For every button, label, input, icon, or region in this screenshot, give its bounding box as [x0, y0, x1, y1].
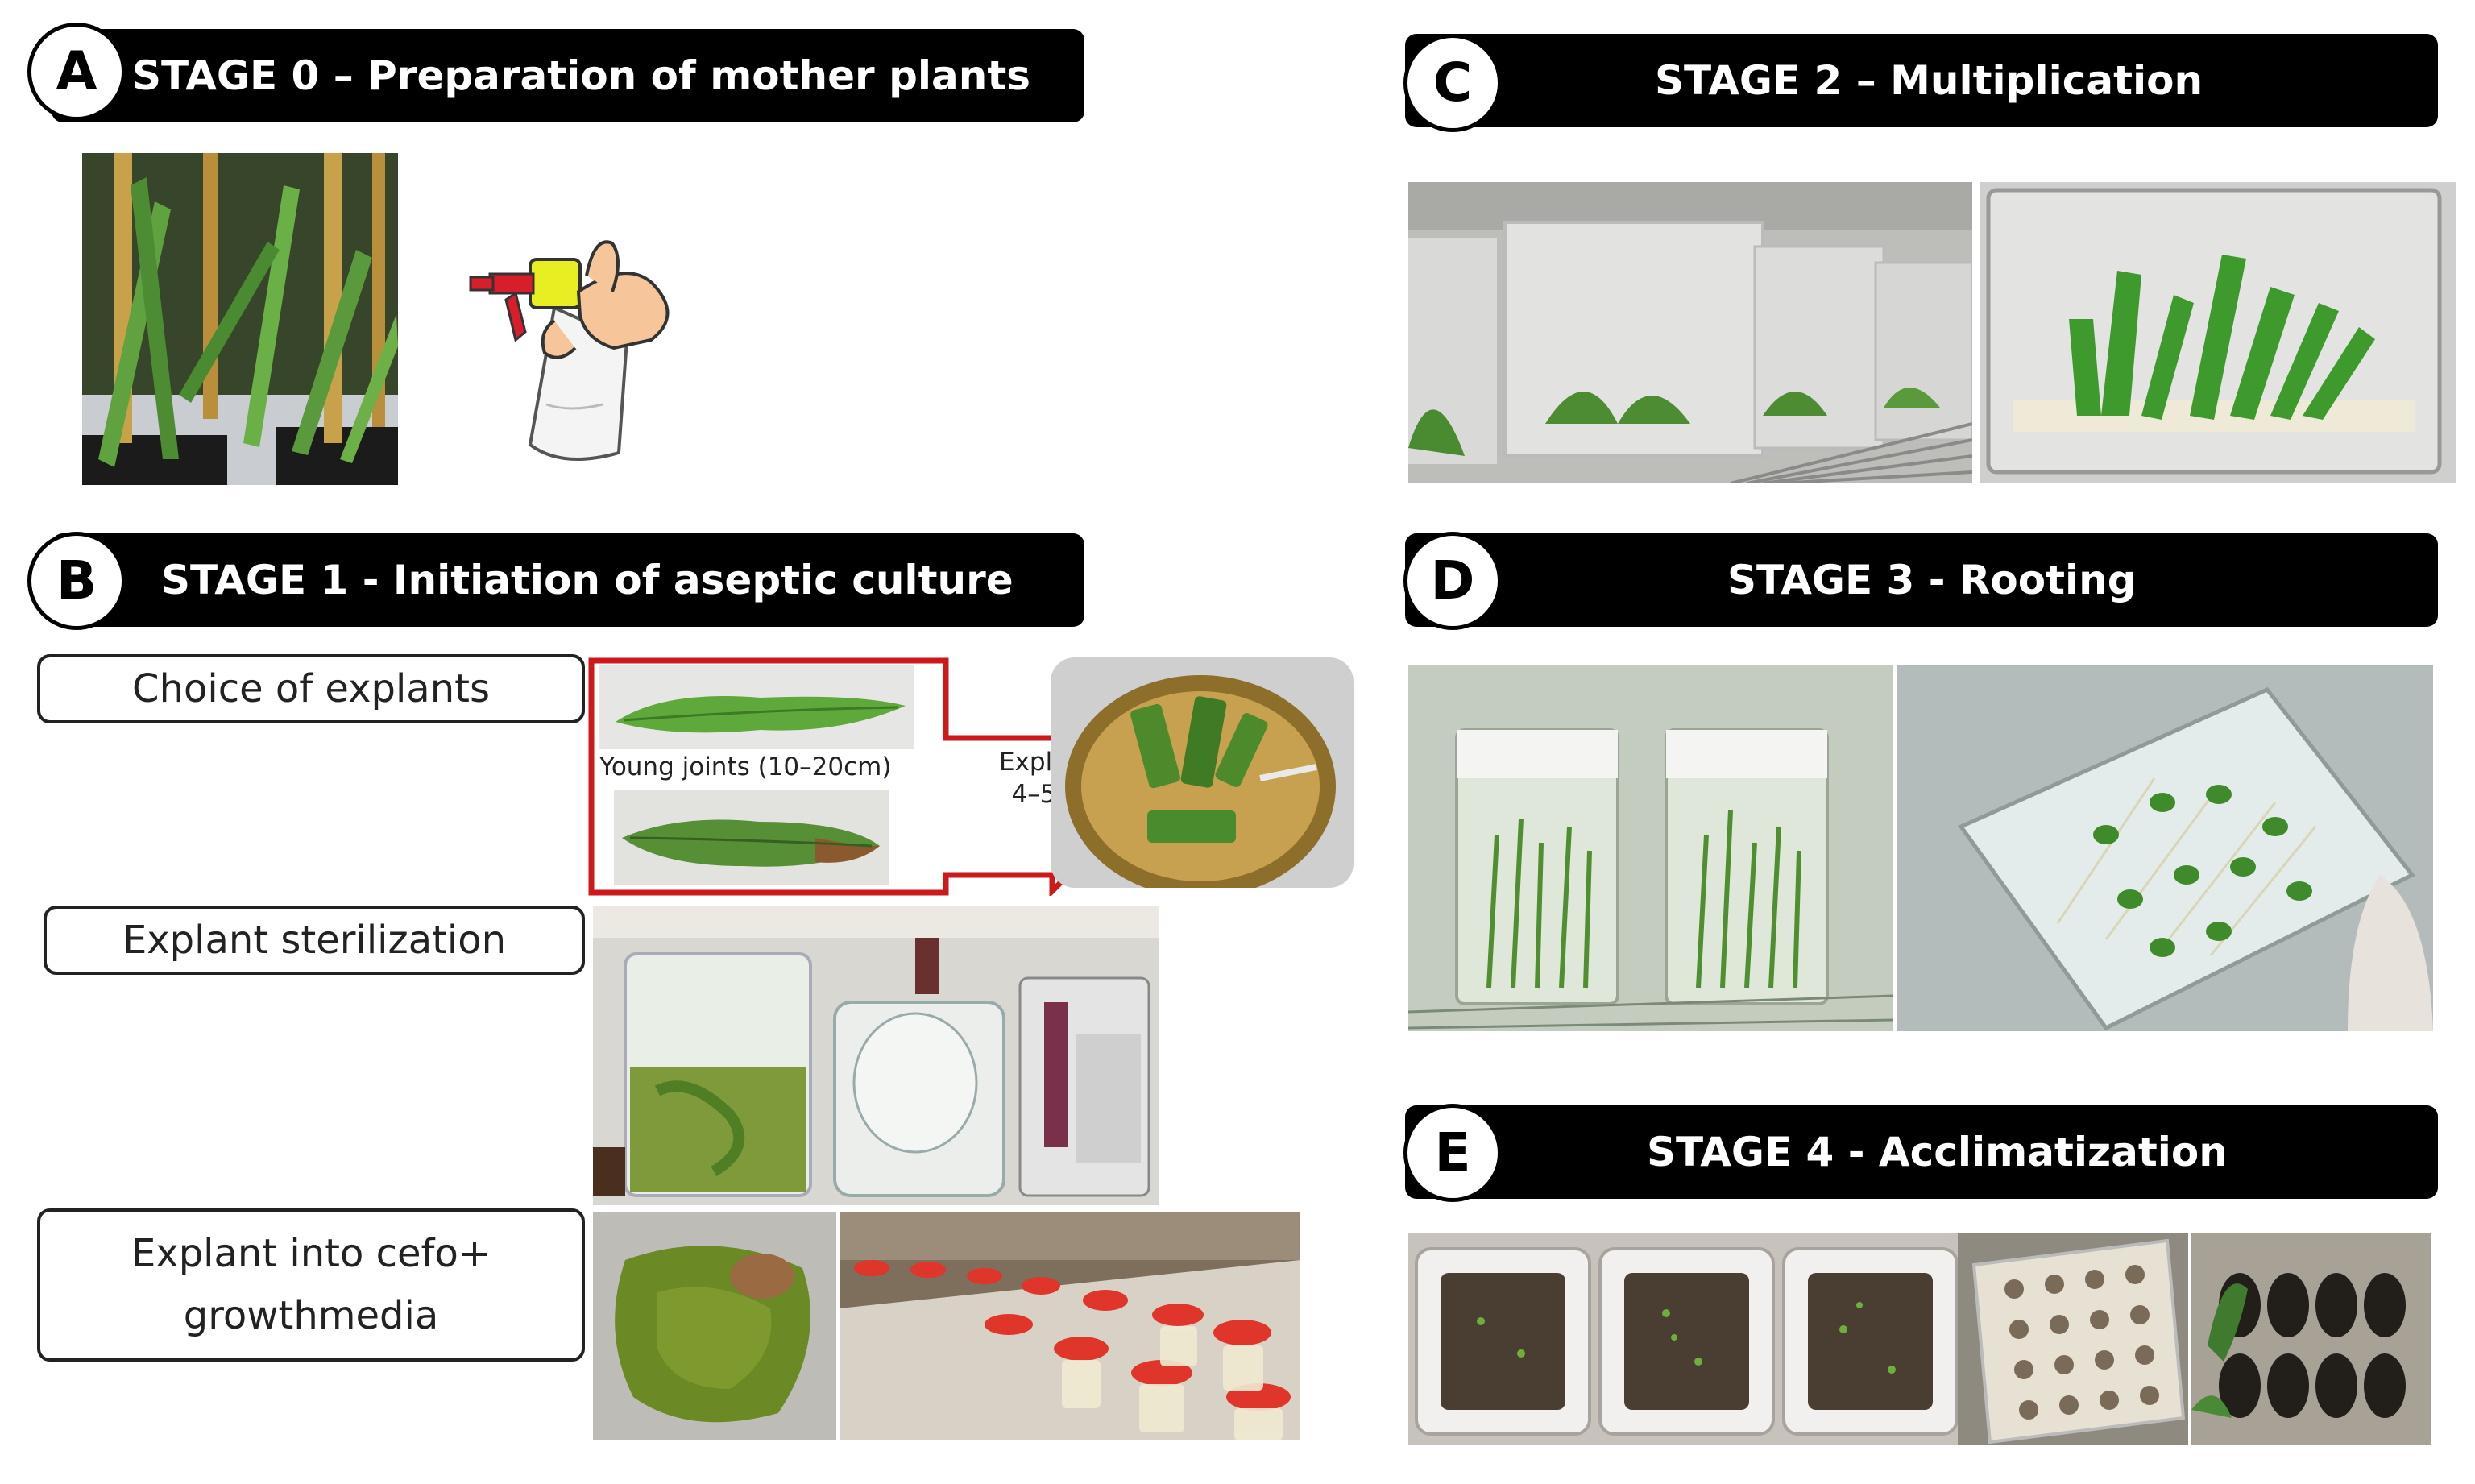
stage-2-header: STAGE 2 – Multiplication: [1405, 34, 2438, 127]
stage-3-title: STAGE 3 - Rooting: [1727, 557, 2137, 603]
explants-dish-photo: [1051, 657, 1354, 888]
choice-of-explants-label: Choice of explants: [37, 654, 585, 723]
culture-jars-photo: [840, 1212, 1300, 1440]
multiplication-shoots-photo: [1980, 182, 2456, 483]
stage-a-badge: A: [27, 23, 126, 121]
acclimatization-potted-plants-photo: [2191, 1233, 2431, 1445]
acclimatization-plug-tray-photo: [1958, 1233, 2188, 1445]
rooted-plantlets-photo: [1897, 665, 2433, 1031]
stage-1-header: STAGE 1 - Initiation of aseptic culture: [52, 533, 1084, 627]
acclimatization-soil-trays-photo: [1408, 1233, 1964, 1445]
choice-of-explants-text: Choice of explants: [132, 665, 490, 711]
young-joint-leaf-photo-bottom: [614, 790, 889, 885]
stage-0-header: STAGE 0 – Preparation of mother plants: [52, 29, 1084, 122]
explant-media-text-line1: Explant into cefo+: [131, 1231, 491, 1277]
stage-1-title: STAGE 1 - Initiation of aseptic culture: [161, 557, 1014, 603]
stage-3-header: STAGE 3 - Rooting: [1405, 533, 2438, 627]
spray-bottle-illustration: [442, 211, 696, 466]
stage-c-badge: C: [1403, 34, 1502, 132]
stage-e-badge: E: [1403, 1104, 1502, 1202]
mother-plants-photo: [82, 153, 398, 485]
young-joint-leaf-photo-top: [599, 665, 914, 749]
explant-media-text-line2: growthmedia: [183, 1293, 439, 1338]
stage-b-badge: B: [27, 532, 126, 630]
explant-media-label: Explant into cefo+ growthmedia: [37, 1208, 585, 1362]
explant-closeup-photo: [593, 1212, 836, 1440]
explant-sterilization-text: Explant sterilization: [122, 917, 507, 963]
red-arrow: [588, 657, 1136, 896]
stage-0-title: STAGE 0 – Preparation of mother plants: [132, 52, 1031, 99]
stage-4-header: STAGE 4 - Acclimatization: [1405, 1105, 2438, 1199]
multiplication-boxes-photo: [1408, 182, 1972, 483]
stage-4-title: STAGE 4 - Acclimatization: [1647, 1129, 2228, 1175]
explant-sterilization-label: Explant sterilization: [44, 906, 585, 975]
young-joints-label: Young joints (10–20cm): [599, 752, 892, 781]
rooting-jars-photo: [1408, 665, 1893, 1031]
stage-2-title: STAGE 2 – Multiplication: [1655, 57, 2203, 104]
stage-d-badge: D: [1403, 532, 1502, 630]
sterilization-glassware-photo: [593, 906, 1159, 1205]
